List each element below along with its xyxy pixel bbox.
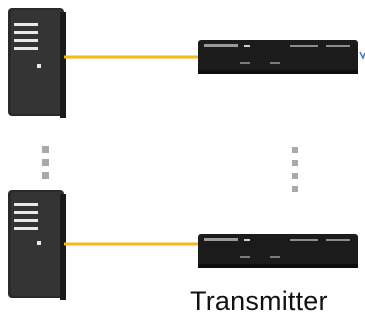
- ellipsis-dots-left: [42, 146, 49, 179]
- computer-tower-icon: [8, 8, 66, 118]
- computer-tower-icon: [8, 190, 66, 300]
- ellipsis-dots-right: [292, 147, 298, 192]
- transmitter-label: Transmitter: [190, 286, 328, 316]
- arrow-stub-icon: [359, 51, 365, 60]
- kvm-transmitter-icon: [198, 234, 358, 268]
- kvm-transmitter-icon: [198, 40, 358, 74]
